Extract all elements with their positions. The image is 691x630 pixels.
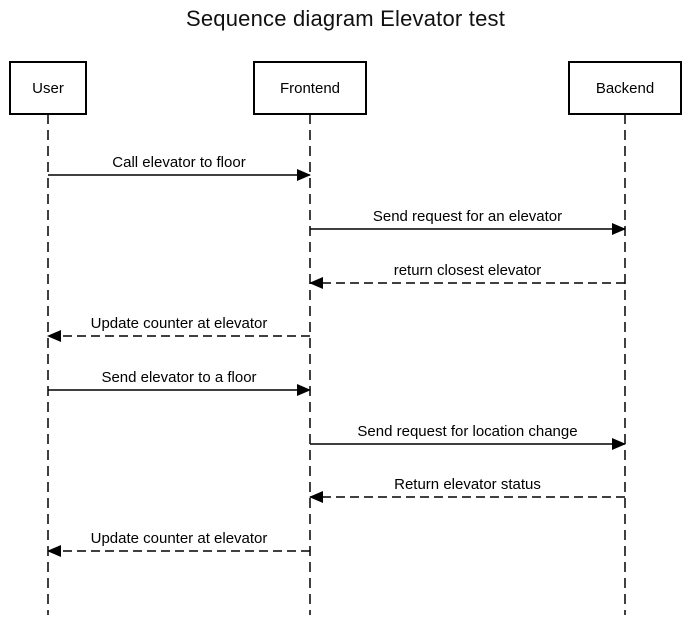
message-8: Update counter at elevator: [47, 530, 310, 557]
participants: User Frontend Backend: [9, 61, 682, 115]
participant-box-frontend: [253, 61, 367, 115]
message-2: Send request for an elevator: [310, 208, 626, 235]
message-6: Send request for location change: [310, 423, 626, 450]
message-5: Send elevator to a floor: [48, 369, 311, 396]
participant-label-user: User: [32, 80, 64, 97]
message-label: Send elevator to a floor: [101, 369, 256, 386]
message-label: Send request for location change: [357, 423, 577, 440]
participant-user: User: [9, 61, 87, 115]
message-label: Update counter at elevator: [91, 315, 268, 332]
participant-label-backend: Backend: [596, 80, 654, 97]
message-7: Return elevator status: [309, 476, 625, 503]
participant-label-frontend: Frontend: [280, 80, 340, 97]
message-label: return closest elevator: [394, 262, 542, 279]
lifelines: [47, 114, 626, 615]
message-label: Return elevator status: [394, 476, 541, 493]
message-3: return closest elevator: [309, 262, 625, 289]
message-4: Update counter at elevator: [47, 315, 310, 342]
message-1: Call elevator to floor: [48, 154, 311, 181]
message-label: Call elevator to floor: [112, 154, 245, 171]
message-label: Send request for an elevator: [373, 208, 562, 225]
participant-frontend: Frontend: [253, 61, 367, 115]
participant-box-backend: [568, 61, 682, 115]
diagram-title: Sequence diagram Elevator test: [185, 6, 506, 31]
message-label: Update counter at elevator: [91, 530, 268, 547]
participant-box-user: [9, 61, 87, 115]
participant-backend: Backend: [568, 61, 682, 115]
